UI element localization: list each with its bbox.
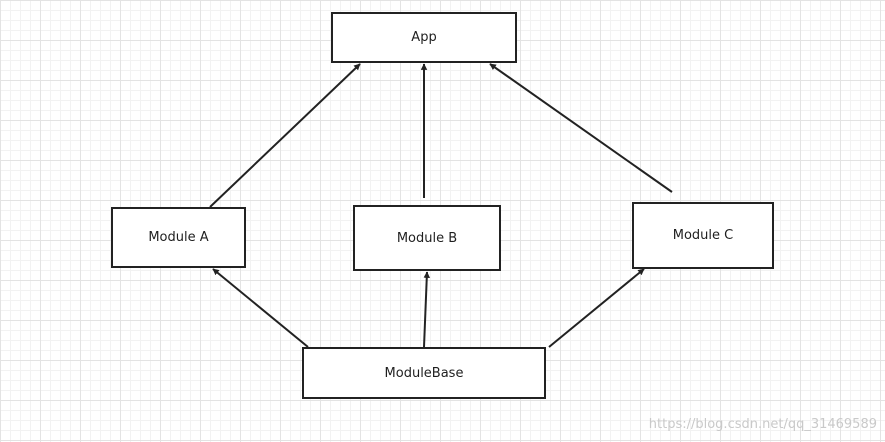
node-module-c[interactable]: Module C <box>632 202 774 269</box>
edge-module-a-to-app <box>209 63 361 208</box>
node-app[interactable]: App <box>331 12 517 63</box>
node-modulebase-label: ModuleBase <box>384 365 464 381</box>
edge-modulebase-to-module-c <box>548 268 645 348</box>
watermark-text: https://blog.csdn.net/qq_31469589 <box>648 417 877 432</box>
node-module-b-label: Module B <box>396 230 458 246</box>
edge-module-c-to-app <box>489 63 673 193</box>
edge-modulebase-to-module-b <box>423 271 431 348</box>
node-app-label: App <box>411 30 437 45</box>
node-module-a[interactable]: Module A <box>111 207 246 268</box>
node-module-a-label: Module A <box>148 230 209 245</box>
node-modulebase[interactable]: ModuleBase <box>302 347 546 399</box>
node-module-c-label: Module C <box>672 228 734 243</box>
edge-modulebase-to-module-a <box>212 268 309 348</box>
node-module-b[interactable]: Module B <box>353 205 501 271</box>
